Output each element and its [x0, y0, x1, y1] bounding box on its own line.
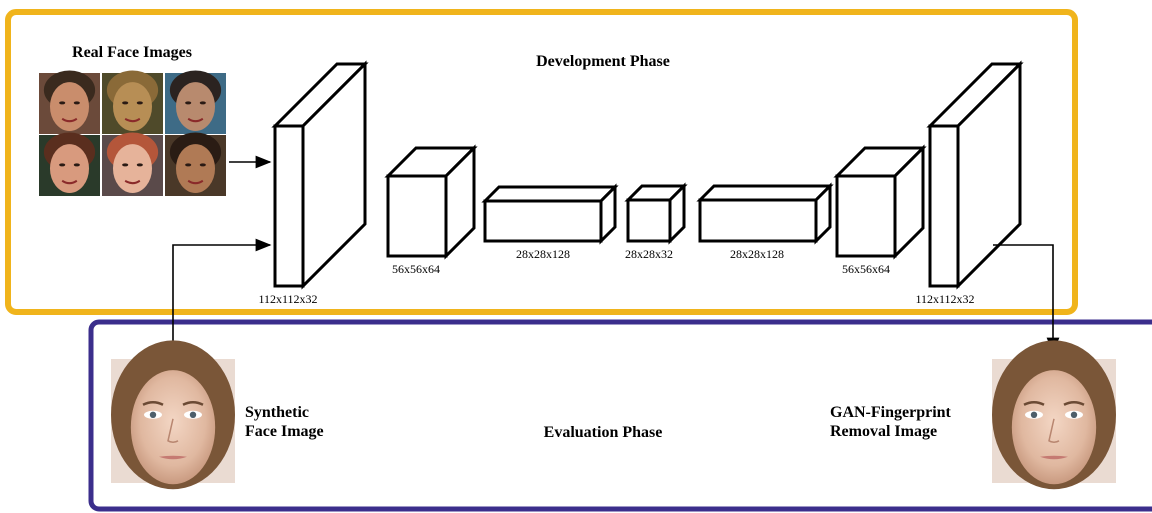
real-face-4	[39, 132, 100, 196]
flow-arrows	[172, 155, 1060, 354]
synthetic-face-image	[111, 340, 235, 490]
layer-3-dims: 28x28x128	[516, 247, 570, 261]
real-face-6	[165, 132, 226, 196]
layer-2-front-face	[386, 174, 448, 258]
layer-3-front-face	[483, 199, 603, 243]
synthetic-input-arrow	[172, 238, 272, 354]
layer-5-front-face	[698, 198, 818, 243]
layer-3-top-face	[481, 185, 619, 203]
real-face-images-grid	[39, 70, 226, 196]
output-face-portrait	[992, 340, 1116, 490]
layer-1-block	[271, 60, 369, 290]
real-face-images-label: Real Face Images	[72, 44, 192, 61]
network-layers	[271, 60, 1024, 290]
layer-5-top-face	[696, 184, 834, 202]
layer-5-dims: 28x28x128	[730, 247, 784, 261]
layer-dimension-labels: 112x112x32 56x56x64 28x28x128 28x28x32 2…	[258, 247, 974, 306]
synthetic-face-portrait	[111, 340, 235, 490]
layer-1-front-face	[273, 124, 305, 288]
layer-7-dims: 112x112x32	[915, 292, 974, 306]
real-face-1	[39, 70, 100, 134]
evaluation-phase-title: Evaluation Phase	[544, 424, 663, 441]
layer-5-block	[696, 182, 834, 245]
layer-6-block	[833, 144, 927, 260]
layer-1-dims: 112x112x32	[258, 292, 317, 306]
layer-3-block	[481, 183, 619, 245]
layer-6-dims: 56x56x64	[842, 262, 890, 276]
layer-7-front-face	[928, 124, 960, 288]
development-phase-title: Development Phase	[536, 53, 670, 70]
fingerprint-removal-face-image	[992, 340, 1116, 490]
evaluation-phase-border	[88, 319, 1152, 512]
layer-4-block	[624, 182, 688, 245]
layer-2-dims: 56x56x64	[392, 262, 440, 276]
synthetic-face-label: Synthetic Face Image	[245, 404, 324, 440]
layer-6-front-face	[835, 174, 897, 258]
fingerprint-removal-label: GAN-Fingerprint Removal Image	[830, 404, 955, 440]
real-face-2	[102, 70, 163, 134]
real-face-5	[102, 132, 163, 196]
real-face-3	[165, 70, 226, 134]
layer-7-block	[926, 60, 1024, 290]
output-arrow	[993, 244, 1060, 354]
layer-2-block	[384, 144, 478, 260]
layer-4-dims: 28x28x32	[625, 247, 673, 261]
layer-4-front-face	[626, 198, 672, 243]
